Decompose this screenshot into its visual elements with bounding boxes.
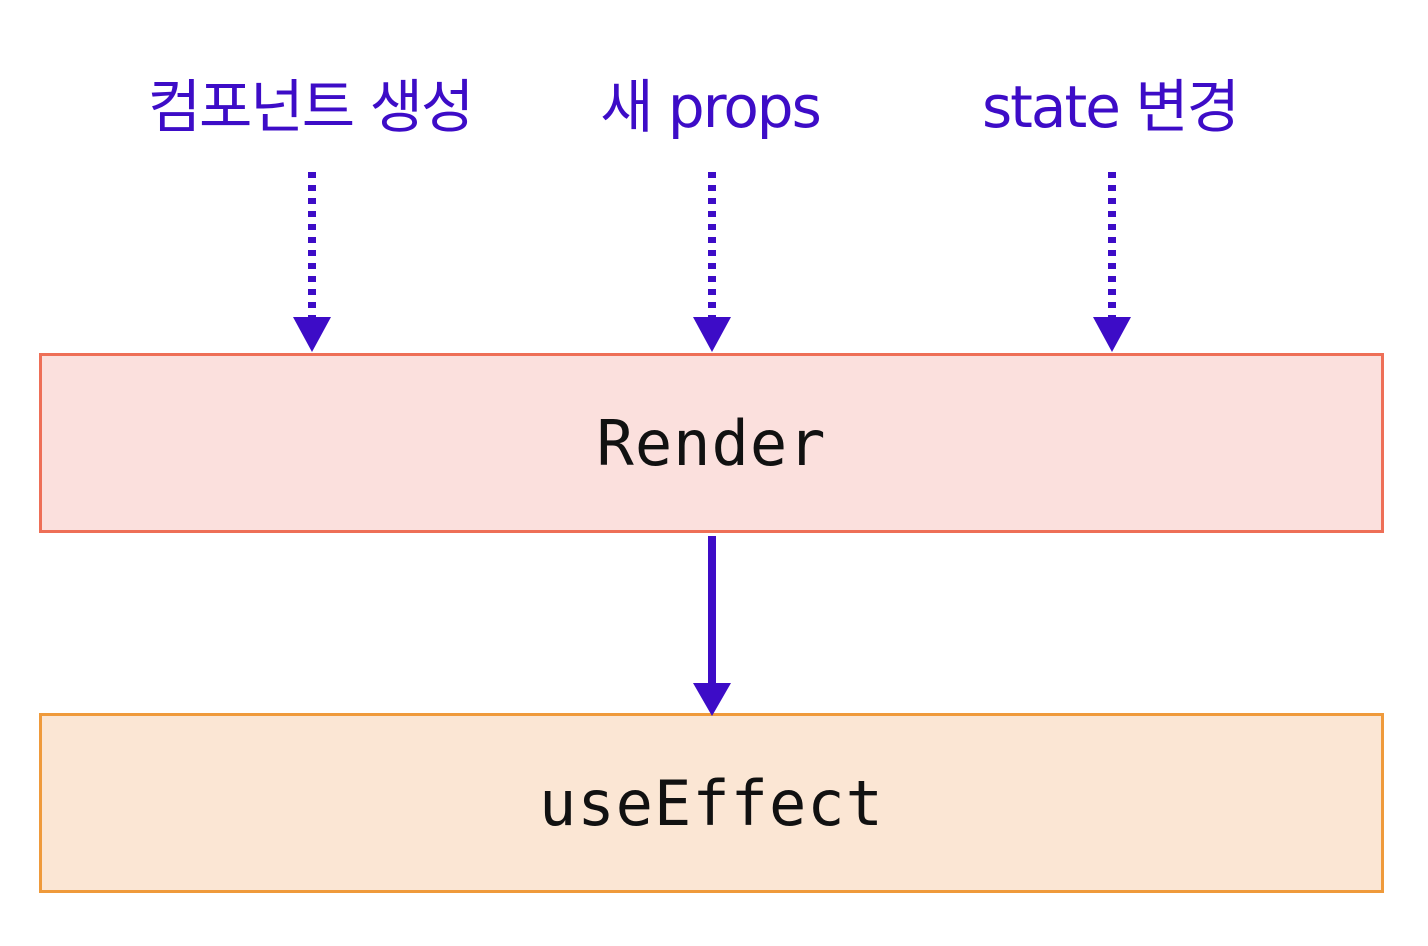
render-box-label: Render: [596, 406, 827, 480]
trigger-label-state-change: state 변경: [981, 73, 1240, 141]
render-box: Render: [39, 353, 1384, 533]
use-effect-box-label: useEffect: [539, 766, 884, 840]
arrowhead-1: [293, 317, 331, 352]
arrowhead-2: [693, 317, 731, 352]
arrowhead-effect: [693, 683, 731, 716]
trigger-label-new-props: 새 props: [600, 73, 822, 141]
use-effect-box: useEffect: [39, 713, 1384, 893]
arrowhead-3: [1093, 317, 1131, 352]
trigger-label-component-creation: 컴포넌트 생성: [147, 73, 475, 141]
